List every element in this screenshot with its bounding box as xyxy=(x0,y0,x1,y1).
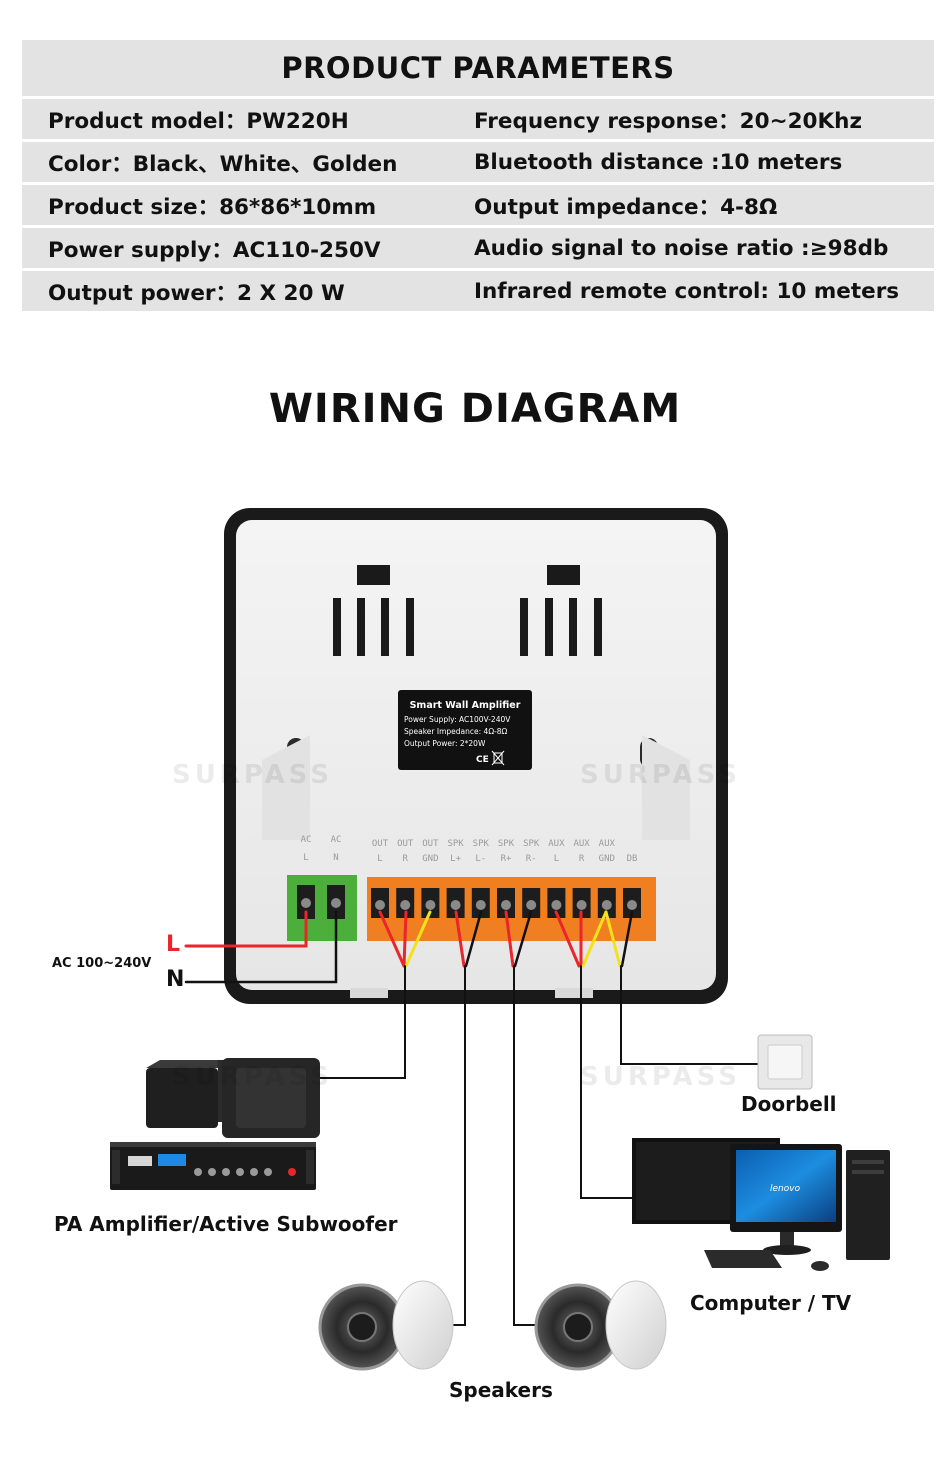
terminal-label-top: SPK xyxy=(447,839,464,849)
terminal-label-top: OUT xyxy=(372,839,389,849)
terminal-screw xyxy=(475,900,486,910)
terminal-label-bottom: GND xyxy=(599,854,615,864)
parameter-left: Power supply：AC110-250V xyxy=(48,237,381,263)
computer-tv-icon: lenovo xyxy=(632,1138,890,1271)
label-line: Output Power: 2*20W xyxy=(404,739,486,748)
terminal-label-bottom: L xyxy=(377,854,382,864)
power-terminal-block xyxy=(287,875,357,941)
pa-amplifier-icon xyxy=(110,1058,320,1190)
terminal-label-top: AC xyxy=(301,835,312,845)
terminal-label-bottom: R xyxy=(579,854,585,864)
terminal-screw xyxy=(551,900,562,910)
watermark-logo: SURPASS xyxy=(172,760,333,790)
pa-amplifier-label: PA Amplifier/Active Subwoofer xyxy=(54,1212,398,1236)
speaker-left-icon xyxy=(318,1280,454,1371)
terminal-screw xyxy=(400,900,411,910)
parameter-left: Product model：PW220H xyxy=(48,108,349,134)
speakers-label: Speakers xyxy=(449,1378,553,1402)
terminal-label-bottom: L xyxy=(554,854,559,864)
terminal-label-bottom: L- xyxy=(475,854,486,864)
parameter-row: Color：Black、White、Golden Bluetooth dista… xyxy=(22,142,934,182)
terminal-label-bottom: GND xyxy=(422,854,438,864)
computer-tv-label: Computer / TV xyxy=(690,1291,852,1315)
label-title: Smart Wall Amplifier xyxy=(410,700,521,711)
terminal-screw xyxy=(450,900,461,910)
product-parameters-table: PRODUCT PARAMETERS Product model：PW220H … xyxy=(22,40,934,311)
terminal-screw xyxy=(576,900,587,910)
terminal-label-top: OUT xyxy=(397,839,414,849)
terminal-label-top: SPK xyxy=(498,839,515,849)
label-line: Speaker Impedance: 4Ω-8Ω xyxy=(404,727,508,736)
parameter-row: Product size：86*86*10mm Output impedance… xyxy=(22,185,934,225)
terminal-screw xyxy=(601,900,612,910)
terminal-screw xyxy=(501,900,511,910)
ac-input-label: AC 100~240V xyxy=(52,956,152,971)
terminal-label-bottom: R- xyxy=(526,854,537,864)
watermark-logo: SURPASS xyxy=(172,1062,333,1092)
parameter-left: Color：Black、White、Golden xyxy=(48,151,398,177)
signal-terminal-block xyxy=(367,877,656,941)
terminal-label-top: SPK xyxy=(523,839,540,849)
wiring-diagram-title: WIRING DIAGRAM xyxy=(268,386,682,432)
terminal-screw xyxy=(526,900,537,910)
terminal-screw xyxy=(627,900,637,910)
terminal-screw xyxy=(425,900,436,910)
weee-bin-icon xyxy=(491,750,505,766)
terminal-label-bottom: N xyxy=(333,853,338,863)
label-line: Power Supply: AC100V-240V xyxy=(404,715,511,724)
parameter-left: Product size：86*86*10mm xyxy=(48,194,377,220)
parameter-right: Audio signal to noise ratio :≥98db xyxy=(474,235,889,261)
neutral-wire-label: N xyxy=(166,967,185,992)
speaker-right-icon xyxy=(534,1280,667,1371)
terminal-label-top: AC xyxy=(331,835,342,845)
terminal-label-top: AUX xyxy=(548,839,565,849)
parameter-right: Frequency response：20~20Khz xyxy=(474,108,862,134)
terminal-labels: AC L AC N OUT L OUT R OUT GND SPK L+ SPK L- SPK R+ SPK R-… xyxy=(301,835,638,864)
parameter-left: Output power：2 X 20 W xyxy=(48,280,345,306)
terminal-screw xyxy=(375,900,385,910)
terminal-label-top: SPK xyxy=(473,839,490,849)
terminal-label-top: AUX xyxy=(573,839,590,849)
terminal-label-top: OUT xyxy=(422,839,439,849)
watermark-logo: SURPASS xyxy=(580,760,741,790)
parameter-row: Product model：PW220H Frequency response：… xyxy=(22,99,934,139)
live-wire-label: L xyxy=(166,932,181,957)
doorbell-label: Doorbell xyxy=(741,1092,837,1116)
device-spec-label: Smart Wall Amplifier Power Supply: AC100… xyxy=(398,690,532,770)
parameter-row: Power supply：AC110-250V Audio signal to … xyxy=(22,228,934,268)
terminal-label-bottom: DB xyxy=(627,854,638,864)
terminal-label-bottom: L+ xyxy=(450,854,461,864)
doorbell-icon xyxy=(757,1034,813,1090)
monitor-brand: lenovo xyxy=(770,1184,801,1194)
terminal-label-bottom: R xyxy=(402,854,408,864)
parameter-right: Bluetooth distance :10 meters xyxy=(474,149,843,175)
terminal-label-top: AUX xyxy=(599,839,616,849)
wires xyxy=(184,910,761,1326)
parameter-right: Output impedance：4-8Ω xyxy=(474,194,778,220)
parameters-title: PRODUCT PARAMETERS xyxy=(22,40,934,96)
parameter-row: Output power：2 X 20 W Infrared remote co… xyxy=(22,271,934,311)
watermark-logo: SURPASS xyxy=(580,1062,741,1092)
terminal-label-bottom: R+ xyxy=(501,854,512,864)
terminal-label-bottom: L xyxy=(303,853,308,863)
parameter-right: Infrared remote control: 10 meters xyxy=(474,278,900,304)
ce-mark: CE xyxy=(476,755,489,765)
